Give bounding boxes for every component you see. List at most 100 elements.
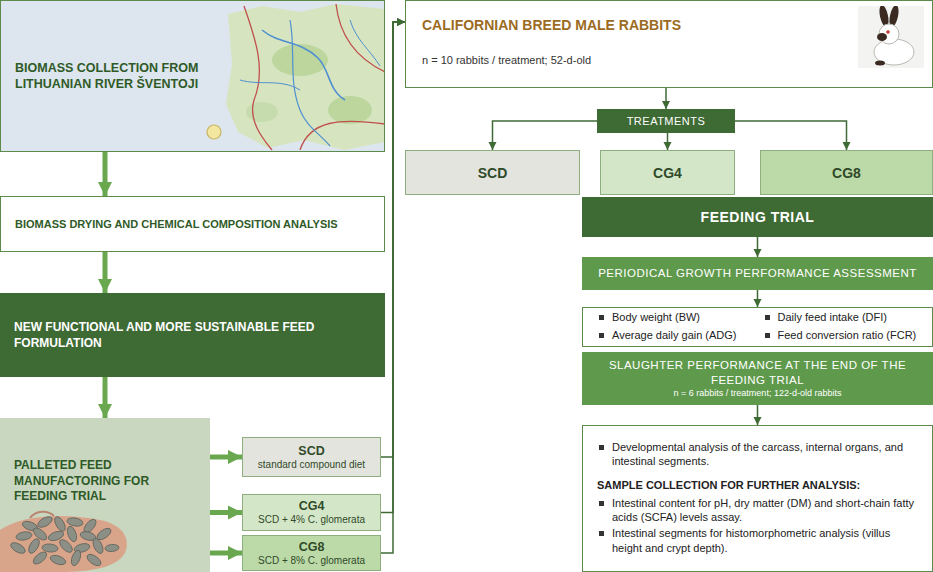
connector-arrow xyxy=(735,121,847,150)
bullet-item: Average daily gain (ADG) xyxy=(597,328,753,342)
box-title: CG4 xyxy=(299,499,325,514)
pellet xyxy=(27,537,42,555)
process-box: BIOMASS DRYING AND CHEMICAL COMPOSITION … xyxy=(0,196,385,252)
bullet-square xyxy=(765,315,770,320)
connector-arrow xyxy=(493,121,598,150)
connector-arrow xyxy=(665,88,667,109)
pellet xyxy=(9,541,27,556)
hand-shape xyxy=(0,516,127,572)
manufacturing-box: PALLETED FEED MANUFACTORING FOR FEEDING … xyxy=(0,418,210,572)
treatment-header: TREATMENTS xyxy=(597,109,735,133)
bullet-text: Body weight (BW) xyxy=(612,310,700,324)
map-land xyxy=(226,4,385,150)
rabbit-eye xyxy=(886,30,890,34)
map-ground xyxy=(0,0,385,152)
diet-box: SCDstandard compound diet xyxy=(242,437,381,477)
box-subtitle: n = 10 rabbits / treatment; 52-d-old xyxy=(422,54,916,67)
pellet xyxy=(70,549,83,567)
box-title: CG8 xyxy=(299,540,325,555)
flow-arrow xyxy=(103,152,108,196)
map-border xyxy=(300,121,385,150)
map-border xyxy=(244,6,272,150)
bullet-text: Developmental analysis of the carcass, i… xyxy=(612,440,918,469)
bullet-square xyxy=(599,315,604,320)
connector-arrow xyxy=(757,237,759,257)
treatment-box: SCD xyxy=(405,150,580,195)
map-forest xyxy=(328,96,372,124)
connector-arrow xyxy=(757,290,759,307)
pellet xyxy=(105,544,120,552)
animal-box: CALIFORNIAN BREED MALE RABBITS n = 10 rab… xyxy=(405,0,933,88)
treatment-box: CG4 xyxy=(600,150,735,195)
box-title: CG4 xyxy=(653,165,682,181)
rabbit-picture xyxy=(858,6,924,68)
treatment-box: CG8 xyxy=(760,150,933,195)
pellet xyxy=(85,552,103,568)
box-title: SCD xyxy=(298,444,324,459)
box-title: CG8 xyxy=(832,165,861,181)
diet-box: CG4SCD + 4% C. glomerata xyxy=(242,494,381,531)
box-subtitle: standard compound diet xyxy=(258,459,365,471)
source-box: BIOMASS COLLECTION FROM LITHUANIAN RIVER… xyxy=(0,0,385,152)
map-river xyxy=(262,30,345,100)
slaughter-band: SLAUGHTER PERFORMANCE AT THE END OF THE … xyxy=(582,352,933,405)
box-subtitle: n = 6 rabbits / treatment; 122-d-old rab… xyxy=(674,388,842,400)
connector-arrow xyxy=(757,405,759,425)
box-title: NEW FUNCTIONAL AND MORE SUSTAINABLE FEED… xyxy=(14,319,371,351)
map-river xyxy=(240,80,300,90)
pellet xyxy=(36,515,54,530)
bullet-item: Daily feed intake (DFI) xyxy=(763,310,919,324)
analysis-list: Developmental analysis of the carcass, i… xyxy=(582,425,933,572)
map-river xyxy=(350,20,380,66)
bullet-item: Feed conversion ratio (FCR) xyxy=(763,328,919,342)
map-forest xyxy=(246,102,278,122)
bullet-item: Intestinal segments for histomorphometri… xyxy=(597,526,918,555)
bullet-text: Intestinal segments for histomorphometri… xyxy=(612,526,918,555)
bullet-square xyxy=(765,333,770,338)
bullet-text: Daily feed intake (DFI) xyxy=(778,310,887,324)
box-subtitle: SCD + 4% C. glomerata xyxy=(258,514,365,526)
box-title: PERIODICAL GROWTH PERFORMANCE ASSESSMENT xyxy=(598,266,917,281)
box-title: BIOMASS COLLECTION FROM LITHUANIAN RIVER… xyxy=(15,60,227,93)
bullet-square xyxy=(599,501,604,506)
map-compass xyxy=(207,125,221,139)
map-illustration xyxy=(0,0,385,152)
bullet-text: Intestinal content for pH, dry matter (D… xyxy=(612,496,918,525)
bullet-item: Intestinal content for pH, dry matter (D… xyxy=(597,496,918,525)
pellet-group xyxy=(9,515,119,568)
metric-list: Body weight (BW) Daily feed intake (DFI) A… xyxy=(582,307,933,347)
box-title: SCD xyxy=(478,165,508,181)
pellet xyxy=(66,525,79,543)
box-title: PALLETED FEED MANUFACTORING FOR FEEDING … xyxy=(14,458,196,505)
flow-arrow xyxy=(103,252,108,293)
pellet xyxy=(31,550,48,566)
map-river xyxy=(290,20,330,146)
flow-arrow xyxy=(210,455,242,460)
pellet xyxy=(58,538,75,555)
connector-arrow xyxy=(667,133,669,150)
bullet-square xyxy=(599,333,604,338)
box-title: CALIFORNIAN BREED MALE RABBITS xyxy=(422,17,916,34)
rabbit-paw xyxy=(875,61,885,66)
flow-arrow xyxy=(103,377,108,418)
pellet xyxy=(42,543,59,552)
box-title: FEEDING TRIAL xyxy=(701,209,815,225)
bullet-square xyxy=(599,531,604,536)
box-title: BIOMASS DRYING AND CHEMICAL COMPOSITION … xyxy=(15,217,370,231)
pellet xyxy=(53,515,68,533)
bullet-square xyxy=(599,445,604,450)
bullet-text: Feed conversion ratio (FCR) xyxy=(778,328,917,342)
box-subtitle: SCD + 8% C. glomerata xyxy=(258,555,365,567)
box-title: SLAUGHTER PERFORMANCE AT THE END OF THE … xyxy=(592,358,923,388)
rabbit-nose xyxy=(877,33,887,41)
process-box: NEW FUNCTIONAL AND MORE SUSTAINABLE FEED… xyxy=(0,293,385,377)
flow-arrow xyxy=(210,510,242,515)
bullet-item: Developmental analysis of the carcass, i… xyxy=(597,440,918,469)
bullet-item: Body weight (BW) xyxy=(597,310,753,324)
map-border xyxy=(336,4,385,72)
metric-grid: Body weight (BW) Daily feed intake (DFI) A… xyxy=(597,310,918,345)
pellet xyxy=(15,531,32,542)
diet-box: CG8SCD + 8% C. glomerata xyxy=(242,535,381,571)
pellet xyxy=(66,517,83,528)
